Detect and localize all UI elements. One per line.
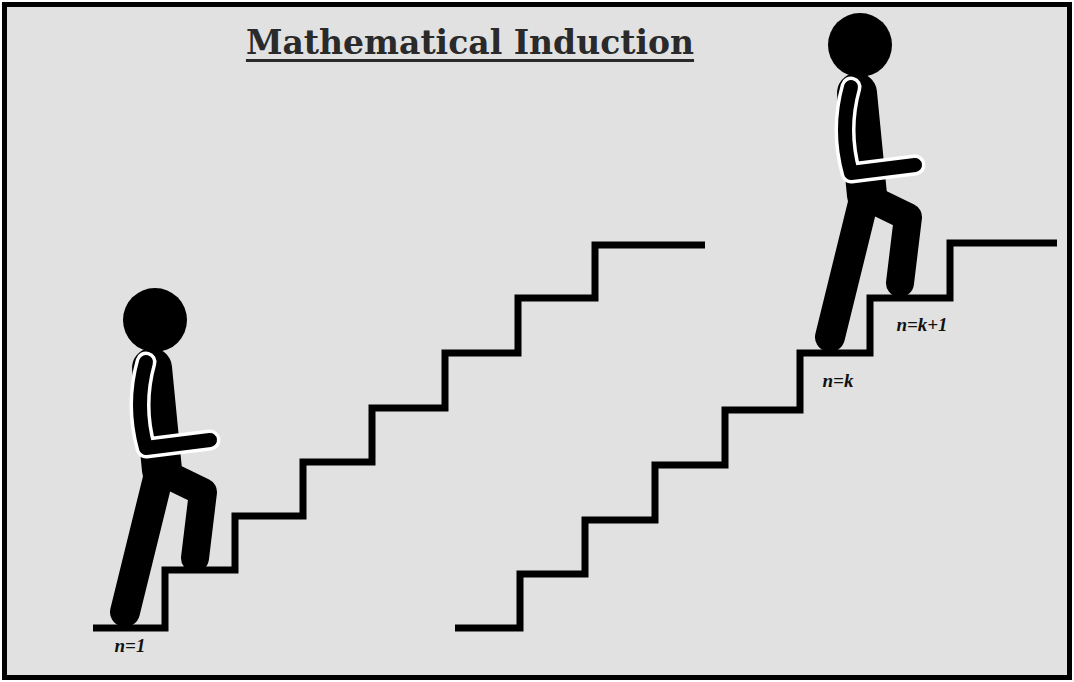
title: Mathematical Induction bbox=[246, 23, 694, 62]
label-slot: n=k bbox=[823, 370, 854, 392]
right-staircase bbox=[455, 243, 1057, 628]
title-slot: Mathematical Induction bbox=[246, 23, 694, 62]
left-staircase bbox=[93, 245, 705, 628]
step-label: n=k bbox=[823, 370, 854, 392]
stick-figure bbox=[828, 13, 915, 337]
step-label: n=1 bbox=[115, 635, 146, 657]
step-label: n=k+1 bbox=[896, 314, 947, 336]
stick-figure bbox=[123, 288, 210, 612]
label-slot: n=k+1 bbox=[896, 314, 947, 336]
label-slot: n=1 bbox=[115, 635, 146, 657]
